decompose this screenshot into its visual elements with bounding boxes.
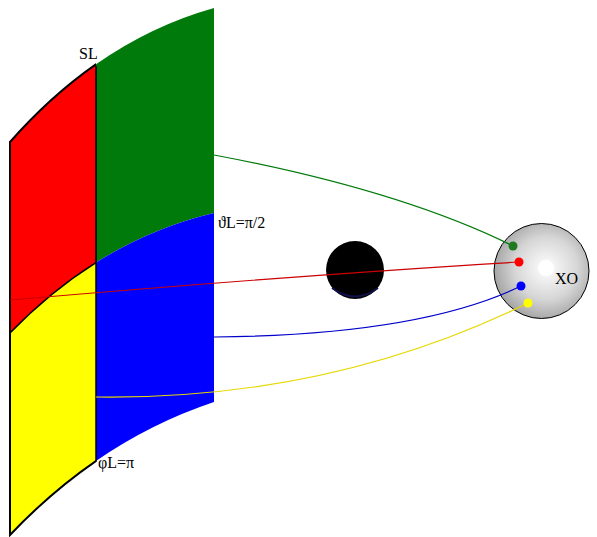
- polar-angle-label: ϑL=π/2: [218, 214, 265, 232]
- blue-image-dot: [517, 282, 526, 291]
- observer-label: XO: [555, 270, 578, 288]
- observer-point: [538, 260, 554, 276]
- green-ray: [214, 155, 513, 246]
- black-hole: [326, 241, 384, 299]
- yellow-image-dot: [524, 299, 533, 308]
- meridian-line: [95, 66, 97, 462]
- screen-outline: [10, 8, 96, 535]
- red-ray: [10, 262, 519, 300]
- blue-ray: [214, 286, 521, 337]
- black-hole-rim: [332, 288, 378, 297]
- screen-label: SL: [79, 45, 98, 63]
- yellow-sector: [10, 213, 96, 535]
- sphere-outline: [494, 224, 589, 319]
- equator-line: [10, 213, 96, 333]
- red-image-dot: [515, 258, 524, 267]
- azimuth-label: φL=π: [98, 454, 134, 472]
- green-image-dot: [509, 242, 518, 251]
- blue-sector: [96, 213, 214, 535]
- yellow-ray: [96, 303, 528, 397]
